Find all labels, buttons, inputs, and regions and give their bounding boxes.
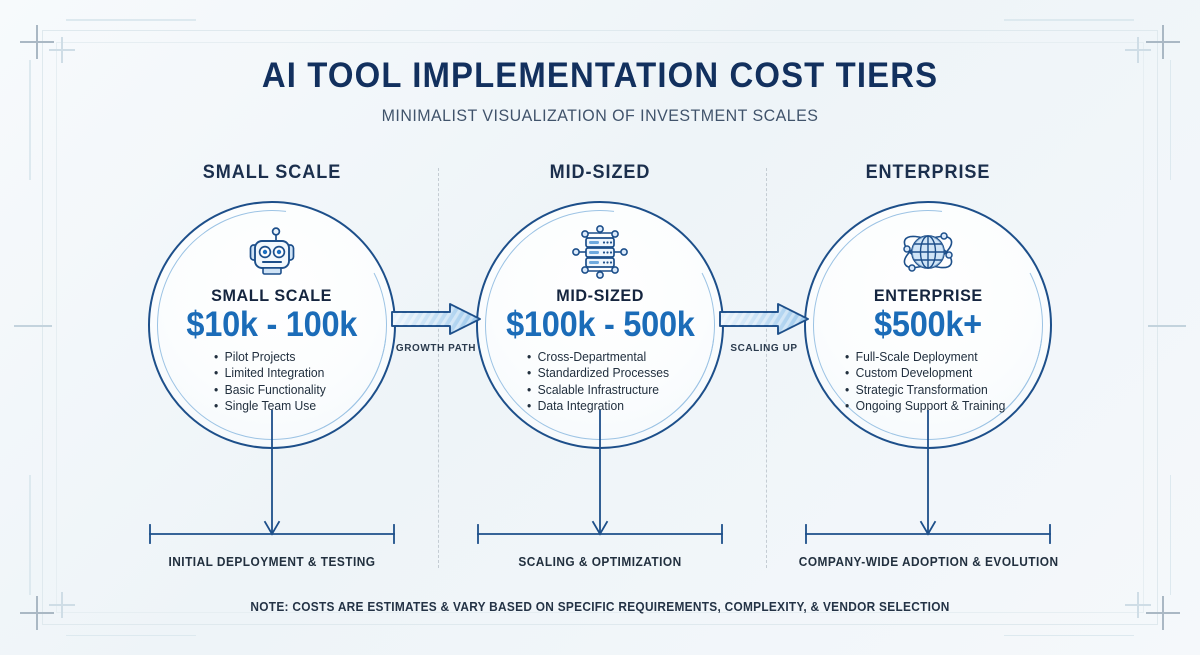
list-item: Limited Integration [214, 365, 326, 382]
frame-outer-border [42, 30, 1158, 625]
drop-arrow-bracket-icon [805, 409, 1051, 544]
registration-mark-bottom-left [20, 596, 54, 630]
registration-mark-inner-bottom-left [49, 592, 75, 618]
tier-heading: SMALL SCALE [202, 162, 342, 183]
connector-scaling-up: SCALING UP [718, 300, 810, 362]
bracket-group-enterprise: COMPANY-WIDE ADOPTION & EVOLUTION [792, 409, 1064, 569]
page-subtitle: MINIMALIST VISUALIZATION OF INVESTMENT S… [381, 106, 819, 125]
registration-mark-bottom-right [1146, 596, 1180, 630]
bracket-label: SCALING & OPTIMIZATION [518, 555, 682, 569]
tier-column-mid-sized: MID-SIZED [438, 162, 762, 487]
edge-tick-left [14, 325, 52, 327]
connector-label: SCALING UP [730, 342, 798, 354]
column-divider-2 [766, 168, 767, 568]
list-item: Scalable Infrastructure [527, 382, 669, 399]
tier-column-enterprise: ENTERPRISE [766, 162, 1090, 487]
footnote: NOTE: COSTS ARE ESTIMATES & VARY BASED O… [250, 600, 950, 614]
frame-edge-line-right-bottom [1169, 475, 1171, 595]
bracket-group-small-scale: INITIAL DEPLOYMENT & TESTING [136, 409, 408, 569]
list-item: Cross-Departmental [527, 349, 669, 366]
list-item: Standardized Processes [527, 365, 669, 382]
tier-price: $500k+ [874, 305, 982, 344]
drop-arrow-bracket-icon [477, 409, 723, 544]
tier-name: MID-SIZED [556, 286, 644, 305]
tier-feature-list: Cross-Departmental Standardized Processe… [527, 349, 674, 415]
edge-tick-right [1148, 325, 1186, 327]
header: AI TOOL IMPLEMENTATION COST TIERS MINIMA… [0, 56, 1200, 126]
robot-icon [245, 223, 299, 281]
tier-feature-list: Full-Scale Deployment Custom Development… [845, 349, 1010, 415]
registration-mark-inner-bottom-right [1125, 592, 1151, 618]
bracket-group-mid-sized: SCALING & OPTIMIZATION [464, 409, 736, 569]
tier-name: SMALL SCALE [211, 286, 333, 305]
frame-edge-line-left-top [29, 60, 31, 180]
registration-mark-inner-top-left [49, 37, 75, 63]
list-item: Basic Functionality [214, 382, 326, 399]
tier-column-small-scale: SMALL SCALE [110, 162, 434, 487]
frame-edge-line-bottom-left [66, 634, 196, 636]
list-item: Strategic Transformation [845, 382, 1005, 399]
arrow-right-icon [719, 303, 809, 335]
bracket-label: INITIAL DEPLOYMENT & TESTING [168, 555, 376, 569]
frame-edge-line-bottom-right [1004, 634, 1134, 636]
registration-mark-top-left [20, 25, 54, 59]
frame-edge-line-top-left [66, 19, 196, 21]
server-network-icon [571, 223, 629, 281]
page-title: AI TOOL IMPLEMENTATION COST TIERS [261, 56, 939, 95]
arrow-right-icon [391, 303, 481, 335]
list-item: Single Team Use [214, 398, 326, 415]
list-item: Ongoing Support & Training [845, 398, 1005, 415]
frame-edge-line-left-bottom [29, 475, 31, 595]
column-divider-1 [438, 168, 439, 568]
drop-arrow-bracket-icon [149, 409, 395, 544]
list-item: Full-Scale Deployment [845, 349, 1005, 366]
frame-edge-line-top-right [1004, 19, 1134, 21]
tier-heading: ENTERPRISE [865, 162, 991, 183]
tier-circle: ENTERPRISE $500k+ Full-Scale Deployment … [766, 163, 1090, 487]
connector-label: GROWTH PATH [395, 342, 477, 354]
tier-name: ENTERPRISE [873, 286, 983, 305]
bracket-label: COMPANY-WIDE ADOPTION & EVOLUTION [798, 555, 1059, 569]
tier-heading: MID-SIZED [549, 162, 651, 183]
frame-edge-line-right-top [1169, 60, 1171, 180]
tier-price: $100k - 500k [505, 305, 695, 344]
registration-mark-top-right [1146, 25, 1180, 59]
tier-price: $10k - 100k [186, 305, 358, 344]
tier-circle: MID-SIZED $100k - 500k Cross-Departmenta… [438, 163, 762, 487]
connector-growth-path: GROWTH PATH [390, 300, 482, 362]
list-item: Pilot Projects [214, 349, 326, 366]
list-item: Data Integration [527, 398, 669, 415]
frame-inner-border [56, 42, 1144, 613]
registration-mark-inner-top-right [1125, 37, 1151, 63]
tier-feature-list: Pilot Projects Limited Integration Basic… [214, 349, 329, 415]
globe-network-icon [899, 223, 957, 281]
list-item: Custom Development [845, 365, 1005, 382]
